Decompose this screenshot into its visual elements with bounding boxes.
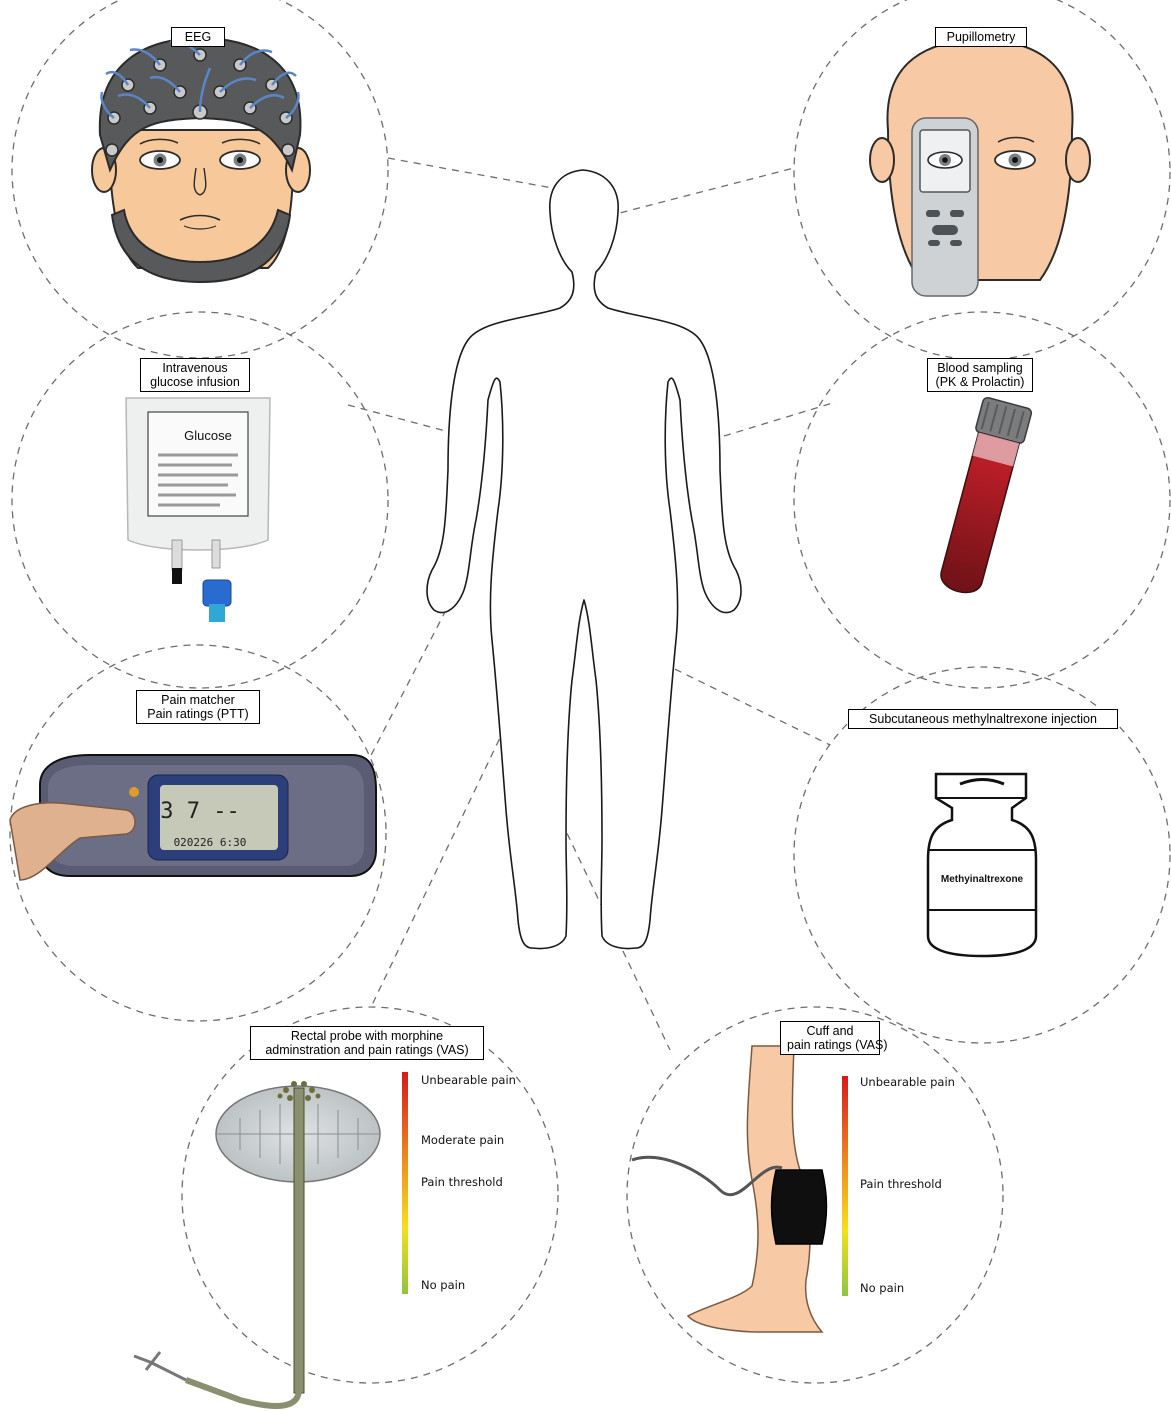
label-rectal-line2: adminstration and pain ratings (VAS) xyxy=(257,1043,477,1057)
label-cuff-line2: pain ratings (VAS) xyxy=(787,1038,873,1052)
vas-rectal-label: No pain xyxy=(421,1278,465,1292)
cuff-leg-illustration xyxy=(632,1046,827,1332)
vas-cuff-label: Pain threshold xyxy=(860,1177,942,1191)
vas-cuff-label: Unbearable pain xyxy=(860,1075,955,1089)
glucose-bag-text: Glucose xyxy=(184,428,232,443)
label-cuff: Cuff and pain ratings (VAS) xyxy=(780,1021,880,1055)
body-silhouette xyxy=(427,170,741,949)
vas-scale-cuff xyxy=(842,1076,848,1296)
label-eeg-text: EEG xyxy=(185,30,211,44)
label-pupillometry: Pupillometry xyxy=(935,27,1027,47)
vas-rectal-label: Unbearable pain xyxy=(421,1073,516,1087)
vas-scale-rectal xyxy=(402,1072,408,1294)
label-eeg: EEG xyxy=(171,27,225,47)
vial-illustration xyxy=(928,774,1036,956)
label-iv-line2: glucose infusion xyxy=(147,375,243,389)
eeg-head-illustration xyxy=(92,38,310,282)
pupillometry-illustration xyxy=(870,40,1090,296)
label-blood-line2: (PK & Prolactin) xyxy=(934,375,1026,389)
label-pupillometry-text: Pupillometry xyxy=(947,30,1016,44)
vial-text: Methyinaltrexone xyxy=(941,874,1024,885)
label-iv: Intravenous glucose infusion xyxy=(140,358,250,392)
lcd-date: 020226 6:30 xyxy=(174,836,247,849)
label-pain-matcher-line2: Pain ratings (PTT) xyxy=(143,707,253,721)
vas-cuff-label: No pain xyxy=(860,1281,904,1295)
vas-rectal-label: Pain threshold xyxy=(421,1175,503,1189)
label-rectal-line1: Rectal probe with morphine xyxy=(257,1029,477,1043)
lcd-digits: 3 7 -- xyxy=(160,799,239,824)
label-subcut: Subcutaneous methylnaltrexone injection xyxy=(848,709,1118,729)
label-iv-line1: Intravenous xyxy=(147,361,243,375)
label-blood: Blood sampling (PK & Prolactin) xyxy=(927,358,1033,392)
label-cuff-line1: Cuff and xyxy=(787,1024,873,1038)
blood-tube-illustration xyxy=(934,397,1033,598)
rectal-circle xyxy=(182,1007,558,1383)
label-rectal: Rectal probe with morphine adminstration… xyxy=(250,1026,484,1060)
rectal-probe-illustration xyxy=(134,1081,380,1406)
vas-rectal-label: Moderate pain xyxy=(421,1133,504,1147)
label-blood-line1: Blood sampling xyxy=(934,361,1026,375)
label-pain-matcher: Pain matcher Pain ratings (PTT) xyxy=(136,690,260,724)
label-subcut-text: Subcutaneous methylnaltrexone injection xyxy=(869,712,1097,726)
label-pain-matcher-line1: Pain matcher xyxy=(143,693,253,707)
